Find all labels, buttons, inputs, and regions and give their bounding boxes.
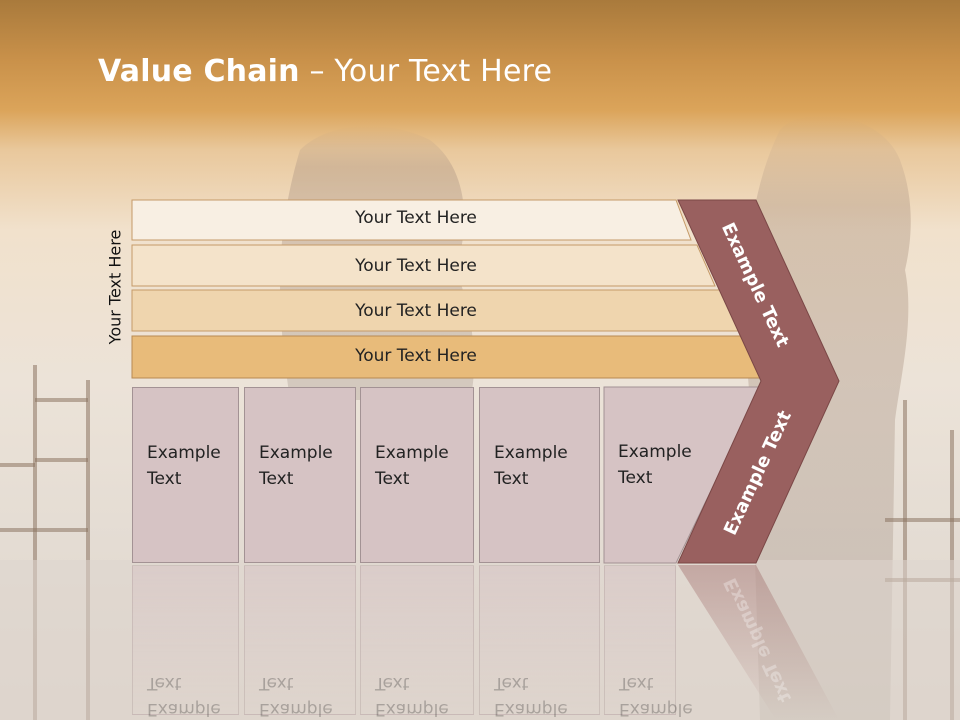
box-reflection-1: Example Text <box>132 565 239 719</box>
box-reflection-line1: Example <box>619 699 693 719</box>
box-line2: Text <box>494 469 529 489</box>
box-reflection-5: Example Text <box>604 565 693 719</box>
box-line1: Example <box>147 443 221 463</box>
box-reflection-line2: Text <box>494 673 529 693</box>
box-line1: Example <box>375 443 449 463</box>
box-line1: Example <box>494 443 568 463</box>
box-line2: Text <box>618 468 653 488</box>
support-bar-label-4: Your Text Here <box>355 346 477 366</box>
title-rest: – Your Text Here <box>299 54 553 89</box>
box-line1: Example <box>259 443 333 463</box>
box-reflection-2: Example Text <box>244 565 356 719</box>
support-bar-2 <box>131 244 716 287</box>
box-reflection-line1: Example <box>259 699 333 719</box>
box-reflection-line2: Text <box>619 673 654 693</box>
support-bar-label-1: Your Text Here <box>355 208 477 228</box>
support-bar-label-2: Your Text Here <box>355 256 477 276</box>
box-line1: Example <box>618 442 692 462</box>
chevron-arrow <box>677 199 840 564</box>
box-reflection-line1: Example <box>494 699 568 719</box>
box-reflection-line1: Example <box>147 699 221 719</box>
box-line2: Text <box>147 469 182 489</box>
box-reflection-3: Example Text <box>360 565 474 719</box>
primary-box-5-shape <box>603 386 762 564</box>
box-line2: Text <box>375 469 410 489</box>
box-line2: Text <box>259 469 294 489</box>
support-bar-label-3: Your Text Here <box>355 301 477 321</box>
slide-title: Value Chain – Your Text Here <box>98 54 552 89</box>
box-reflection-line2: Text <box>259 673 294 693</box>
box-reflection-4: Example Text <box>479 565 600 719</box>
box-reflection-line2: Text <box>147 673 182 693</box>
box-reflection-line2: Text <box>375 673 410 693</box>
support-bar-1 <box>131 199 692 241</box>
title-bold: Value Chain <box>98 54 300 89</box>
box-reflection-line1: Example <box>375 699 449 719</box>
chevron-arrow-reflection <box>678 565 839 720</box>
